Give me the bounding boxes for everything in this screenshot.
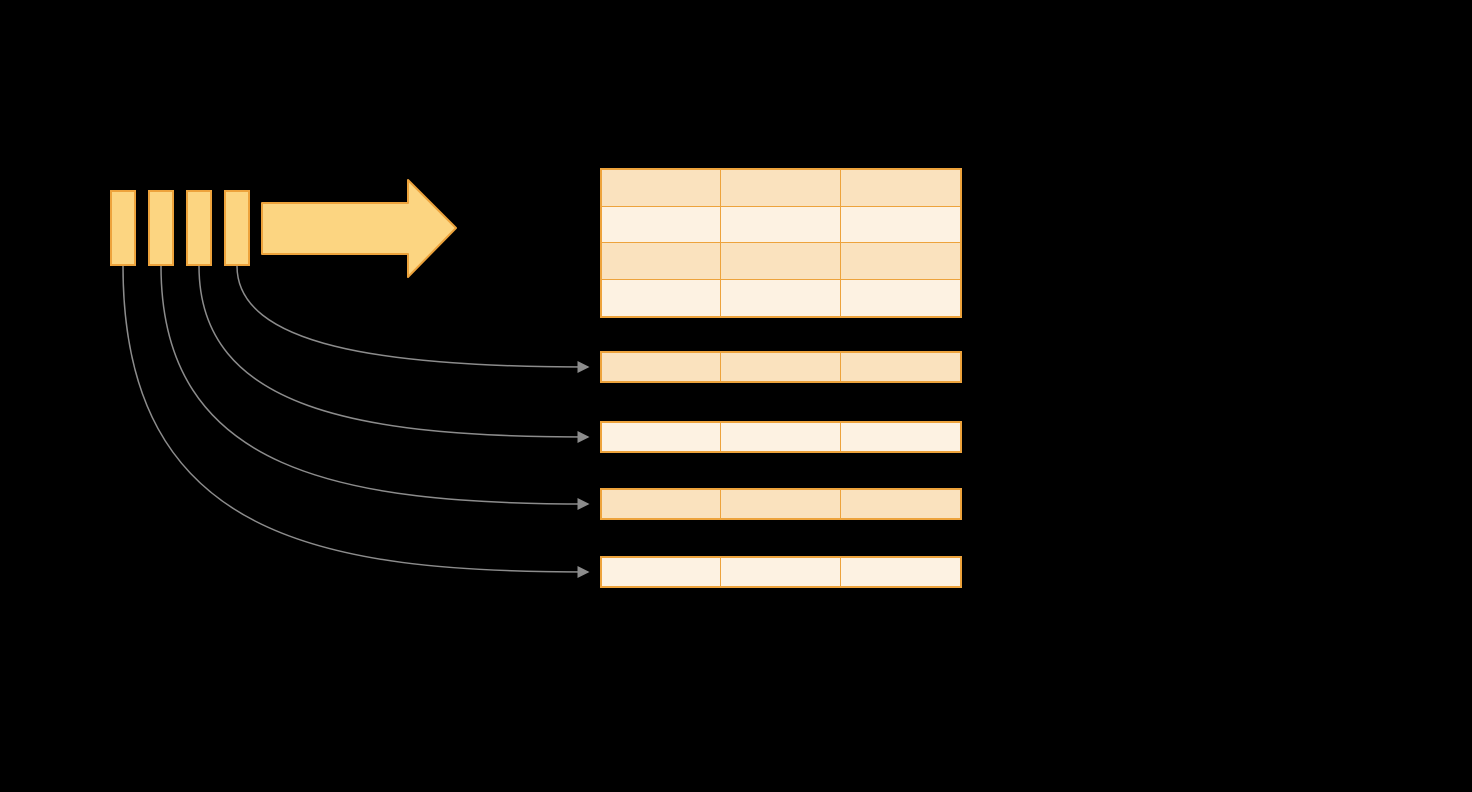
stream-slice — [186, 190, 212, 266]
table-cell — [840, 279, 960, 316]
flow-right-arrow-icon — [261, 179, 457, 278]
table-cell — [721, 206, 841, 243]
table-cell — [602, 206, 722, 243]
table-cell — [840, 490, 960, 518]
stream-slice — [224, 190, 250, 266]
table-cell — [840, 170, 960, 207]
row-table — [600, 488, 962, 520]
row-table — [600, 421, 962, 453]
stream-slice — [110, 190, 136, 266]
table-cell — [602, 423, 722, 451]
table-cell — [840, 558, 960, 586]
table-cell — [721, 243, 841, 280]
table-cell — [840, 243, 960, 280]
table-cell — [721, 558, 841, 586]
table-cell — [721, 170, 841, 207]
connector-slice3-to-rowtable2 — [198, 265, 590, 443]
table-cell — [602, 490, 722, 518]
table-cell — [602, 353, 722, 381]
table-cell — [721, 423, 841, 451]
table-cell — [602, 170, 722, 207]
table-cell — [721, 490, 841, 518]
main-table — [600, 168, 962, 318]
connector-slice2-to-rowtable3 — [160, 265, 590, 510]
table-cell — [602, 558, 722, 586]
table-cell — [602, 279, 722, 316]
table-cell — [840, 206, 960, 243]
connector-slice4-to-rowtable1 — [236, 265, 590, 373]
table-cell — [840, 353, 960, 381]
stream-slices — [110, 190, 250, 266]
table-cell — [840, 423, 960, 451]
connector-slice1-to-rowtable4 — [122, 265, 590, 578]
row-table — [600, 351, 962, 383]
row-table — [600, 556, 962, 588]
table-cell — [602, 243, 722, 280]
table-cell — [721, 279, 841, 316]
stream-slice — [148, 190, 174, 266]
table-cell — [721, 353, 841, 381]
